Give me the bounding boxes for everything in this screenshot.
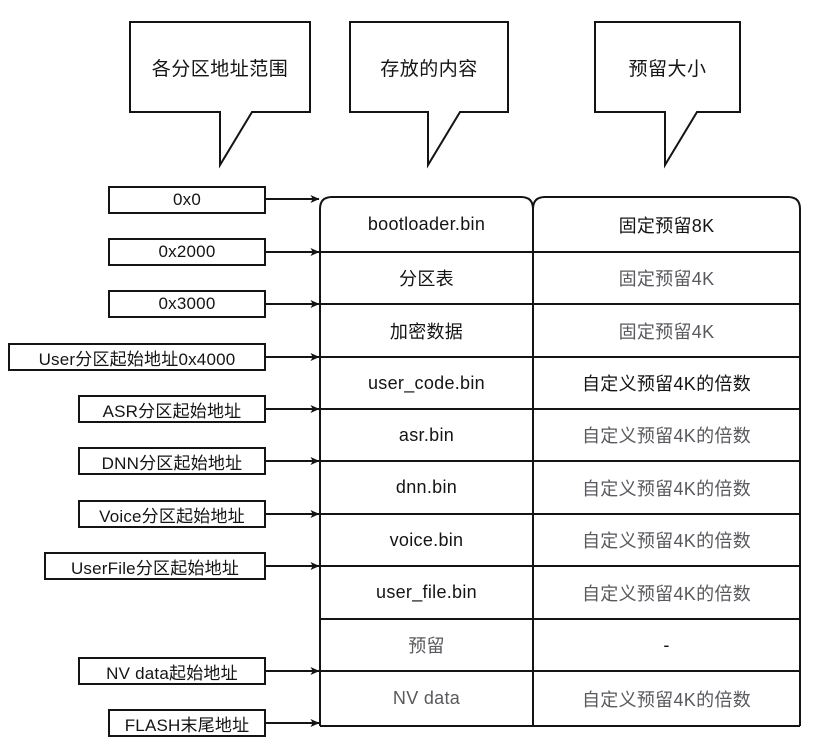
address-label-box-1: 0x0 xyxy=(108,186,266,214)
address-label-box-6: DNN分区起始地址 xyxy=(78,447,266,475)
address-label-box-8: UserFile分区起始地址 xyxy=(44,552,266,580)
callout-bubble-1 xyxy=(129,21,311,169)
address-label-box-4: User分区起始地址0x4000 xyxy=(8,343,266,371)
callout-bubble-3 xyxy=(594,21,741,169)
address-label-box-2: 0x2000 xyxy=(108,238,266,266)
address-label-box-7: Voice分区起始地址 xyxy=(78,500,266,528)
address-label-box-9: NV data起始地址 xyxy=(78,657,266,685)
address-label-box-3: 0x3000 xyxy=(108,290,266,318)
table-size-column-outline xyxy=(532,196,801,726)
table-content-column-outline xyxy=(319,196,534,726)
address-label-box-10: FLASH末尾地址 xyxy=(108,709,266,737)
address-label-box-5: ASR分区起始地址 xyxy=(78,395,266,423)
callout-bubble-2 xyxy=(349,21,509,169)
